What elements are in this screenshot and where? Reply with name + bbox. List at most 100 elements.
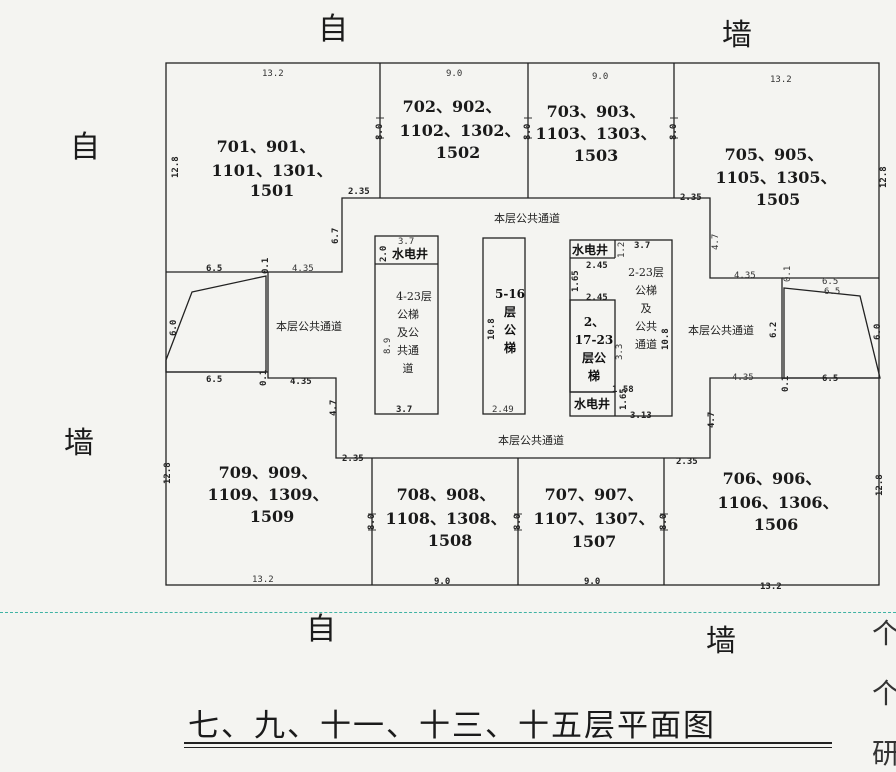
dim-2-49: 2.49 xyxy=(492,405,514,415)
dim-3-7-a: 3.7 xyxy=(398,237,414,247)
stair-4-23-l1: 4-23层 xyxy=(396,290,432,303)
unit-705-l3: 1505 xyxy=(756,190,801,209)
dim-2-45-a: 2.45 xyxy=(586,261,608,271)
dim-4-35-lb: 4.35 xyxy=(290,377,312,387)
dim-4-35-rb: 4.35 xyxy=(732,373,754,383)
wall-label-top-left: 自 xyxy=(318,12,350,47)
title-underline xyxy=(184,742,832,744)
unit-709: 709、909、 1109、1309、 1509 xyxy=(207,463,328,526)
dim-6-0-l: 6.0 xyxy=(169,320,179,336)
stair-5-16-l2: 层 xyxy=(504,305,516,319)
corridor-label-bottom: 本层公共通道 xyxy=(498,433,564,447)
stair-17-23-l1: 2、 xyxy=(584,315,604,329)
shaft-label-right-bottom: 水电井 xyxy=(574,396,610,411)
corridor-label-top: 本层公共通道 xyxy=(494,211,560,225)
dim-v-top-2: 8.0 xyxy=(523,124,533,140)
dim-1-65-b: 1.65 xyxy=(619,388,629,410)
unit-702-l3: 1502 xyxy=(436,143,481,162)
unit-708-l1: 708、908、 xyxy=(397,485,496,504)
unit-707: 707、907、 1107、1307、 1507 xyxy=(533,485,654,551)
dim-3-7-c: 3.7 xyxy=(634,241,650,251)
wall-label-left-bottom: 墙 xyxy=(64,426,96,461)
dim-v-top-3: 8.0 xyxy=(669,124,679,140)
dim-top-4: 13.2 xyxy=(770,75,792,85)
dim-0-1-lb: 0.1 xyxy=(259,370,269,386)
stair-2-23-l4: 公共 xyxy=(635,320,657,333)
dim-8-9: 8.9 xyxy=(383,338,393,354)
floor-plan: 13.2 9.0 9.0 13.2 13.2 9.0 9.0 13.2 8.0 … xyxy=(163,62,889,592)
stair-17-23-l3: 层公 xyxy=(582,351,606,365)
dim-6-5-rb: 6.5 xyxy=(822,374,838,384)
dim-2-35-tl: 2.35 xyxy=(348,187,370,197)
dim-4-35-lt: 4.35 xyxy=(292,264,314,274)
dim-10-8-b: 10.8 xyxy=(661,328,671,350)
stair-2-23-l5: 通道 xyxy=(635,337,657,351)
unit-703-l2: 1103、1303、 xyxy=(535,124,656,143)
dim-2-35-br: 2.35 xyxy=(676,457,698,467)
unit-706-l3: 1506 xyxy=(754,515,799,534)
unit-707-l2: 1107、1307、 xyxy=(533,509,654,528)
dim-0-1-lt: 0.1 xyxy=(261,258,271,274)
stair-4-23-l3: 及公 xyxy=(397,326,419,339)
corridor-label-left: 本层公共通道 xyxy=(276,319,342,333)
unit-702-l2: 1102、1302、 xyxy=(399,121,520,140)
unit-705-l2: 1105、1305、 xyxy=(715,168,836,187)
dim-0-1-rt: 0.1 xyxy=(783,266,793,282)
page-title: 七、九、十一、十三、十五层平面图 xyxy=(188,708,716,744)
dim-6-2: 6.2 xyxy=(769,322,779,338)
corridor-label-right: 本层公共通道 xyxy=(688,323,754,337)
dim-bottom-2: 9.0 xyxy=(434,577,450,587)
wall-label-bottom-left: 自 xyxy=(306,612,338,647)
unit-702: 702、902、 1102、1302、 1502 xyxy=(399,97,520,162)
edge-char-1: 个 xyxy=(872,617,896,650)
unit-708-l2: 1108、1308、 xyxy=(385,509,506,528)
dim-6-5-lb: 6.5 xyxy=(206,375,222,385)
dim-2-35-tr: 2.35 xyxy=(680,193,702,203)
wall-label-top-right: 墙 xyxy=(722,18,754,53)
dim-10-8-a: 10.8 xyxy=(487,318,497,340)
dashed-separator xyxy=(0,612,896,613)
stair-17-23-l4: 梯 xyxy=(588,368,600,383)
stair-5-16-l1: 5-16 xyxy=(495,287,525,301)
dim-6-5-lt: 6.5 xyxy=(206,264,222,274)
stair-4-23-l2: 公梯 xyxy=(397,308,419,321)
dim-2-45-b: 2.45 xyxy=(586,293,608,303)
unit-709-l3: 1509 xyxy=(250,507,295,526)
dim-4-35-rt: 4.35 xyxy=(734,271,756,281)
dim-3-13: 3.13 xyxy=(630,411,652,421)
unit-701-l3: 1501 xyxy=(250,181,295,200)
dim-bottom-4: 13.2 xyxy=(760,582,782,592)
dim-top-1: 13.2 xyxy=(262,69,284,79)
unit-707-l1: 707、907、 xyxy=(545,485,644,504)
dim-12-8-br: 12.8 xyxy=(875,474,885,496)
dim-3-3: 3.3 xyxy=(615,344,625,360)
dim-6-5-rt: 6.5 xyxy=(822,277,838,287)
edge-char-3: 研 xyxy=(872,737,896,770)
dim-3-7-b: 3.7 xyxy=(396,405,412,415)
dim-top-2: 9.0 xyxy=(446,69,462,79)
wall-label-left-top: 自 xyxy=(70,130,102,165)
unit-707-l3: 1507 xyxy=(572,532,617,551)
stair-2-23-l2: 公梯 xyxy=(635,284,657,297)
stair-5-16-l3: 公 xyxy=(504,323,516,337)
dim-6-0-r: 6.0 xyxy=(873,324,883,340)
stair-4-23-l5: 道 xyxy=(403,361,414,375)
dim-12-8-tl: 12.8 xyxy=(171,156,181,178)
unit-701-l2: 1101、1301、 xyxy=(211,161,332,180)
dim-6-7: 6.7 xyxy=(331,228,341,244)
dim-v-bottom-3: 8.0 xyxy=(659,514,669,530)
dim-1-2: 1.2 xyxy=(617,242,627,258)
dim-4-7-tr: 4.7 xyxy=(711,234,721,250)
unit-706-l1: 706、906、 xyxy=(723,469,822,488)
dim-2-0: 2.0 xyxy=(379,246,389,262)
stair-2-23-l3: 及 xyxy=(641,302,652,315)
dim-12-8-bl: 12.8 xyxy=(163,462,173,484)
dim-v-bottom-1: 8.0 xyxy=(367,514,377,530)
dim-2-35-bl: 2.35 xyxy=(342,454,364,464)
dim-0-1-rb: 0.1 xyxy=(781,376,791,392)
unit-703: 703、903、 1103、1303、 1503 xyxy=(535,102,656,165)
unit-705-l1: 705、905、 xyxy=(725,145,824,164)
dim-4-7-br: 4.7 xyxy=(707,412,717,428)
dim-1-58: 1.58 xyxy=(612,385,634,395)
unit-703-l1: 703、903、 xyxy=(547,102,646,121)
